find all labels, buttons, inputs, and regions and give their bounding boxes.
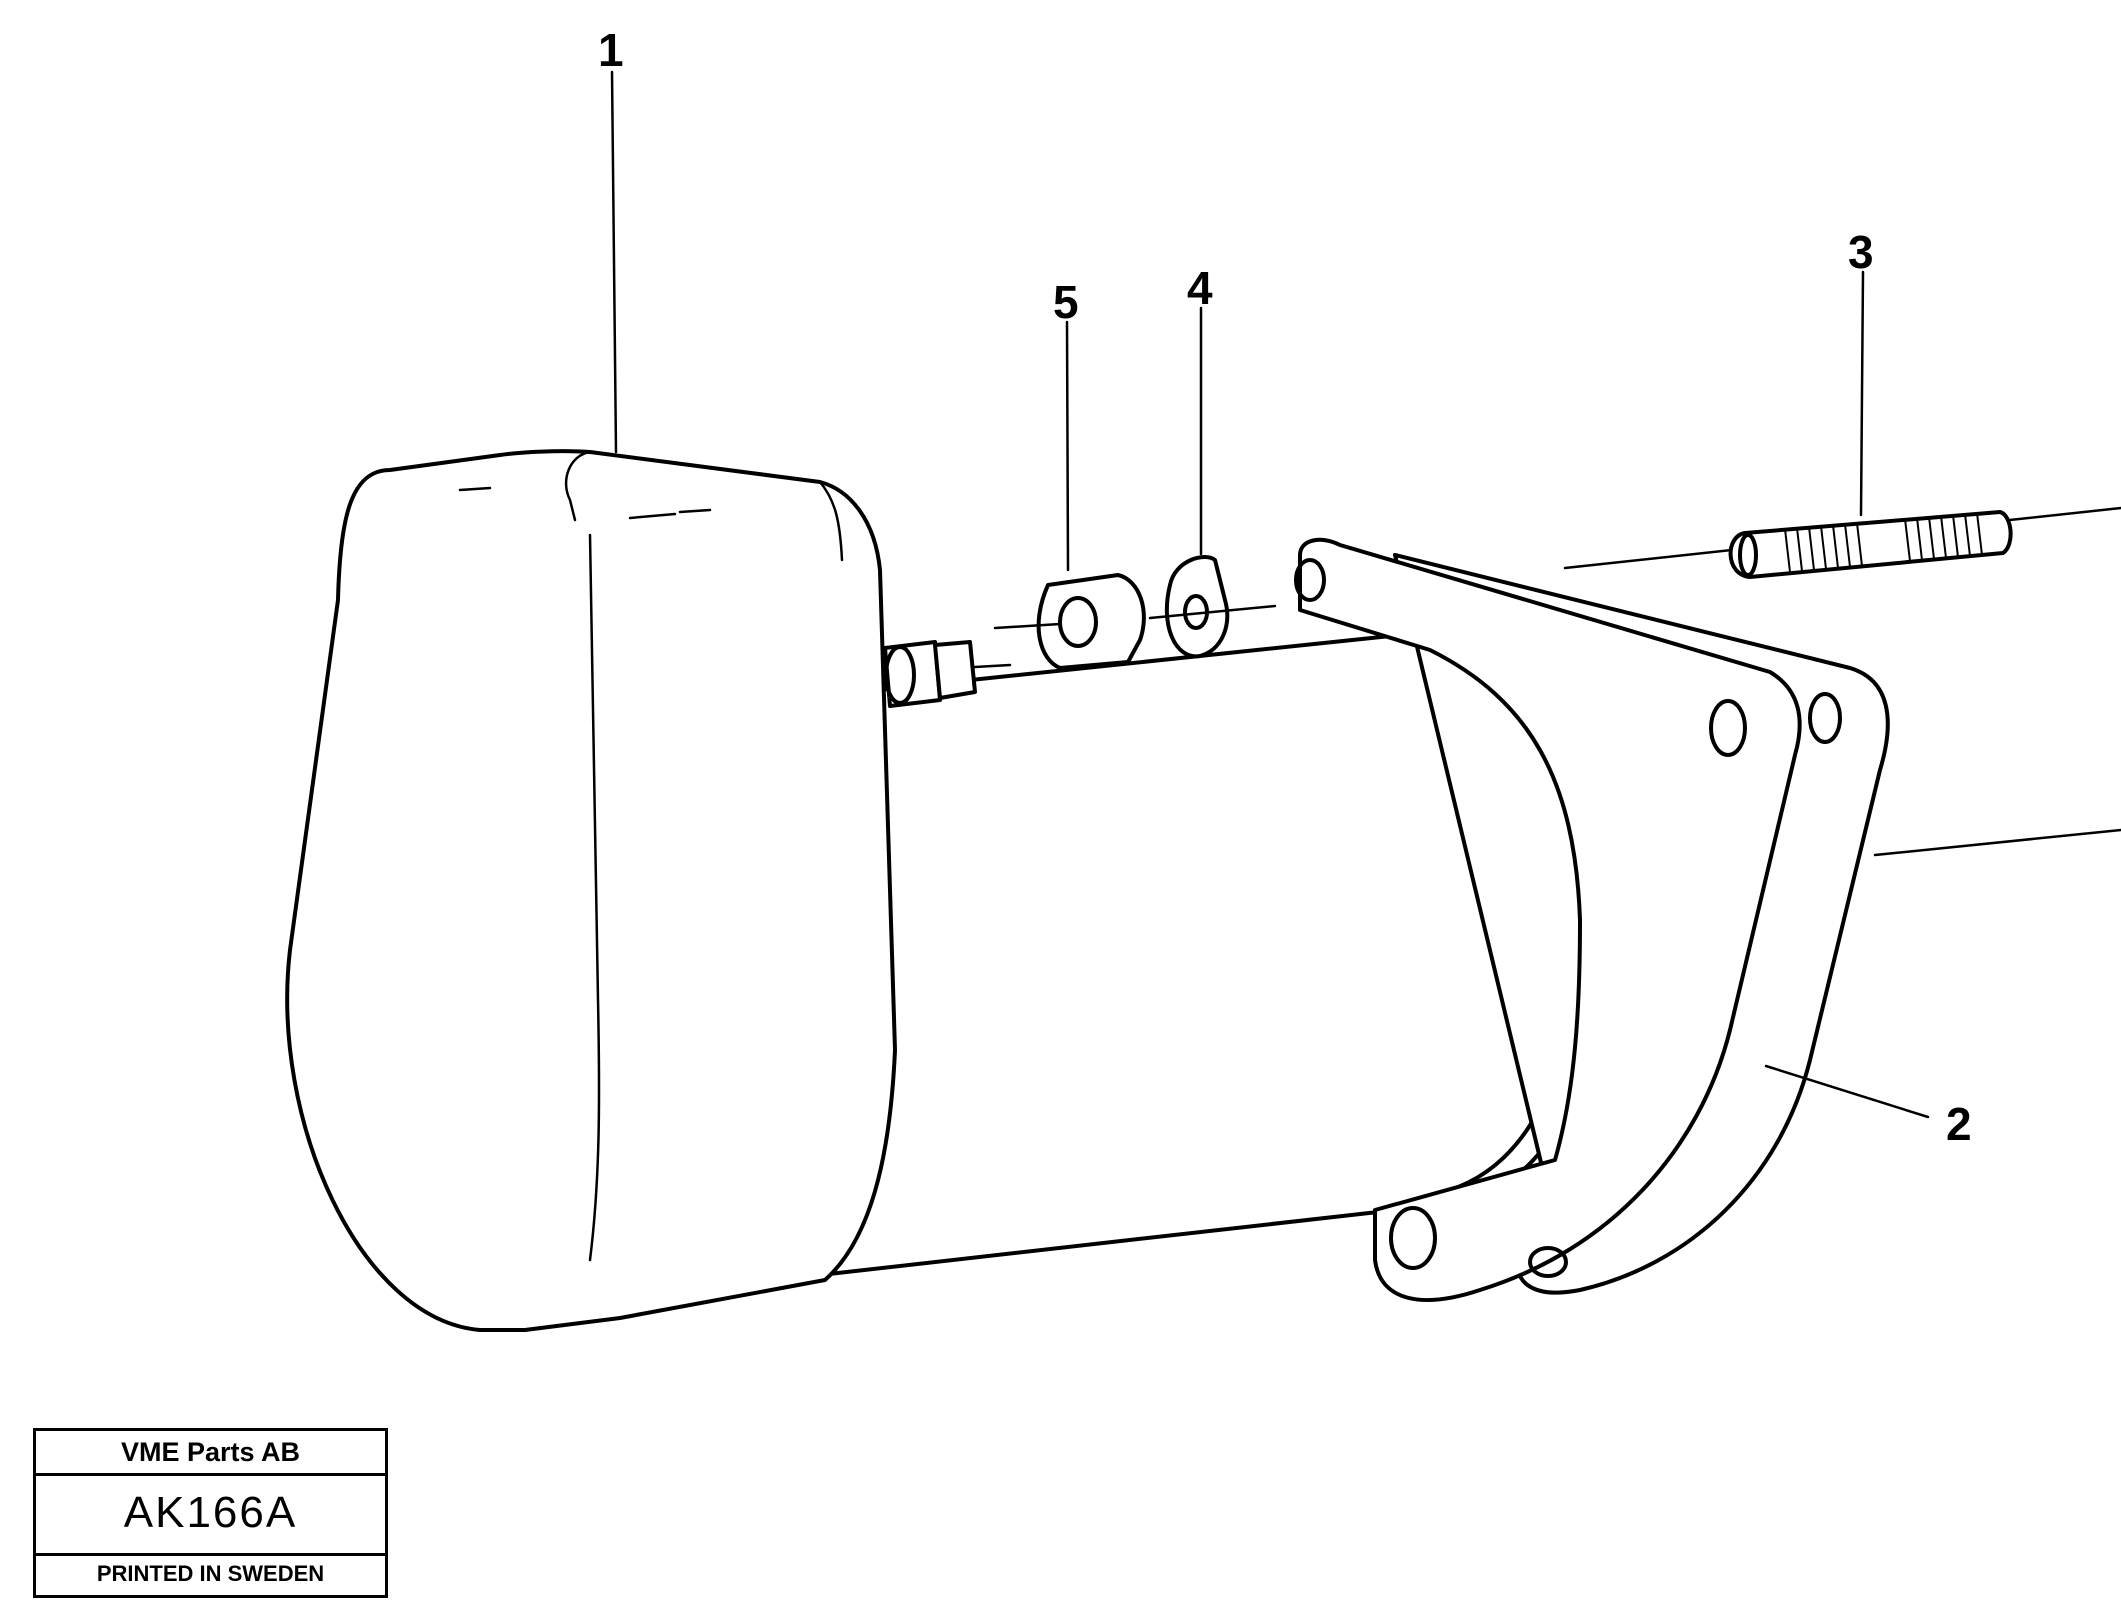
callout-1: 1 bbox=[598, 24, 624, 76]
mounting-flange-front bbox=[1294, 537, 1842, 1302]
callout-4: 4 bbox=[1187, 262, 1213, 314]
title-block: VME Parts AB AK166A PRINTED IN SWEDEN bbox=[33, 1428, 388, 1598]
stud-bolt bbox=[1728, 510, 2013, 579]
callout-3: 3 bbox=[1848, 226, 1874, 278]
end-cover bbox=[285, 449, 897, 1332]
callout-5: 5 bbox=[1053, 276, 1079, 328]
callout-2: 2 bbox=[1946, 1098, 1972, 1150]
printed-note: PRINTED IN SWEDEN bbox=[96, 1561, 325, 1586]
terminal-stud bbox=[883, 640, 1012, 708]
nut bbox=[993, 573, 1146, 670]
company-name: VME Parts AB bbox=[36, 1431, 385, 1476]
drawing-code: AK166A bbox=[36, 1473, 385, 1556]
leader-lines bbox=[610, 70, 1930, 1119]
lock-washer bbox=[1148, 555, 1277, 659]
